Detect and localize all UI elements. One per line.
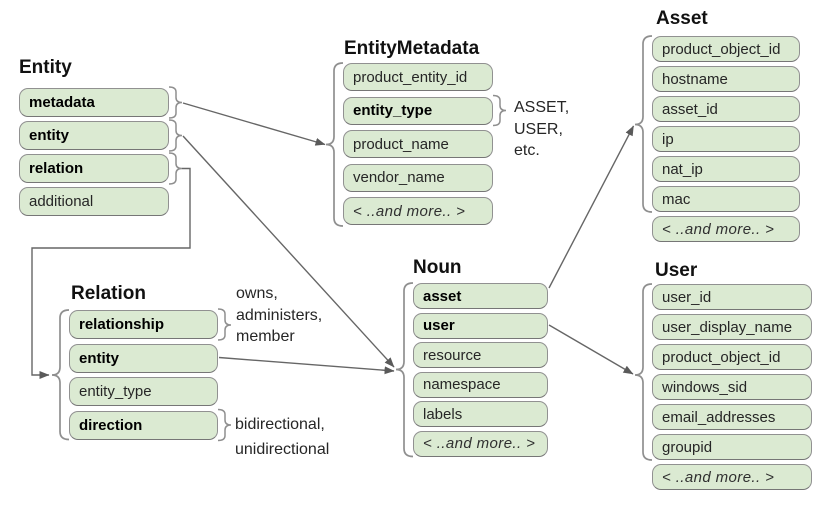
- arrow-entity-relation-to-relation: [31, 167, 191, 379]
- field-asset-nat-ip: nat_ip: [652, 156, 800, 182]
- field-entity-relation: relation: [19, 154, 169, 183]
- arrow-noun-asset-to-asset: [548, 125, 635, 289]
- field-asset-asset-id: asset_id: [652, 96, 800, 122]
- table-title-user: User: [655, 260, 698, 281]
- field-noun-namespace: namespace: [413, 371, 548, 398]
- field-asset-hostname: hostname: [652, 66, 800, 92]
- field-noun-and-more: < ..and more.. >: [413, 430, 548, 457]
- noun-left-brace: [395, 282, 414, 458]
- annotation-entity-type-values: ASSET, USER, etc.: [514, 99, 570, 159]
- arrow-relation-entity-to-noun: [218, 356, 395, 375]
- entity-entity-bracket: [168, 119, 183, 152]
- field-noun-labels: labels: [413, 401, 548, 427]
- field-relation-entity-type: entity_type: [69, 377, 218, 406]
- field-noun-asset: asset: [413, 283, 548, 309]
- arrow-entity-entity-to-noun: [182, 135, 395, 368]
- field-noun-resource: resource: [413, 342, 548, 368]
- field-entity-entity: entity: [19, 121, 169, 150]
- annotation-relationship-values: owns, administers, member: [236, 285, 323, 345]
- field-user-product-object-id: product_object_id: [652, 344, 812, 370]
- field-user-and-more: < ..and more.. >: [652, 464, 812, 490]
- field-relation-relationship: relationship: [69, 310, 218, 339]
- relation-direction-bracket: [217, 408, 232, 442]
- arrow-noun-user-to-user: [548, 324, 634, 375]
- entitymetadata-left-brace: [325, 62, 344, 227]
- annotation-direction-values: bidirectional, unidirectional: [235, 416, 330, 458]
- field-user-email-addresses: email_addresses: [652, 404, 812, 430]
- field-asset-and-more: < ..and more.. >: [652, 216, 800, 242]
- entity-metadata-bracket: [168, 86, 183, 119]
- field-user-user-display-name: user_display_name: [652, 314, 812, 340]
- field-relation-entity: entity: [69, 343, 218, 373]
- field-asset-ip: ip: [652, 126, 800, 152]
- field-em-and-more: < ..and more.. >: [343, 197, 493, 225]
- field-em-product-name: product_name: [343, 130, 493, 158]
- field-user-groupid: groupid: [652, 434, 812, 460]
- field-asset-product-object-id: product_object_id: [652, 36, 800, 62]
- user-left-brace: [634, 283, 653, 461]
- field-em-product-entity-id: product_entity_id: [343, 63, 493, 91]
- table-title-entitymetadata: EntityMetadata: [344, 38, 480, 59]
- field-user-windows-sid: windows_sid: [652, 374, 812, 400]
- arrow-entity-metadata-to-entitymetadata: [182, 102, 326, 146]
- field-entity-additional: additional: [19, 187, 169, 216]
- field-noun-user: user: [413, 312, 548, 339]
- table-title-asset: Asset: [656, 8, 708, 29]
- relation-left-brace: [51, 309, 70, 441]
- relation-relationship-bracket: [217, 308, 232, 341]
- field-user-user-id: user_id: [652, 284, 812, 310]
- field-em-entity-type: entity_type: [343, 96, 493, 125]
- asset-left-brace: [634, 35, 653, 213]
- field-relation-direction: direction: [69, 410, 218, 440]
- table-title-noun: Noun: [413, 257, 462, 278]
- entitymetadata-entitytype-bracket: [492, 94, 507, 127]
- table-title-relation: Relation: [71, 283, 146, 304]
- field-em-vendor-name: vendor_name: [343, 163, 493, 192]
- entity-relation-bracket: [168, 152, 183, 185]
- field-asset-mac: mac: [652, 186, 800, 212]
- field-entity-metadata: metadata: [19, 88, 169, 117]
- table-title-entity: Entity: [19, 57, 72, 78]
